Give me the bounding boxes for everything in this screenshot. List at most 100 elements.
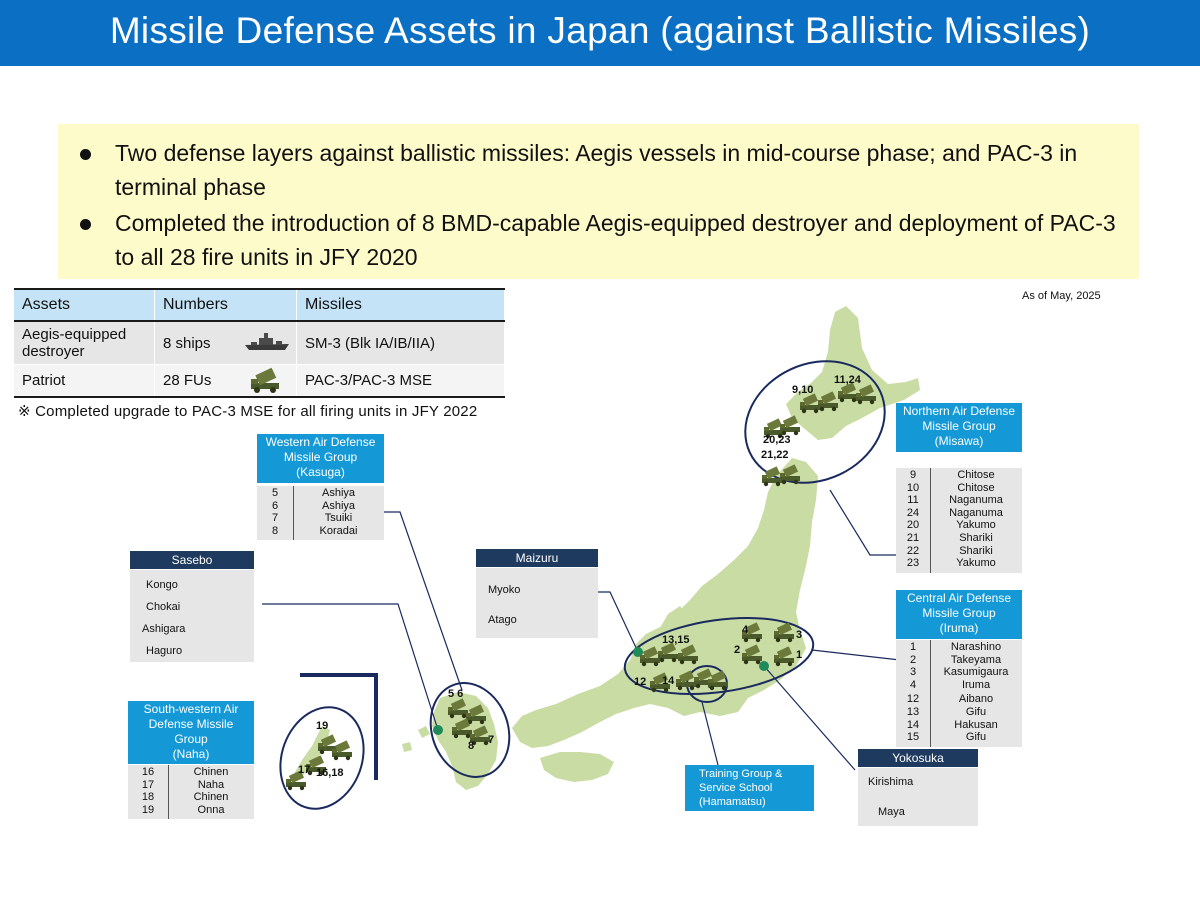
map-label: 9,10 xyxy=(792,384,814,396)
number-cell: 8 ships xyxy=(154,321,297,365)
training-group-box: Training Group & Service School (Hamamat… xyxy=(685,765,814,811)
central-circle xyxy=(623,616,815,696)
table-header-row: Assets Numbers Missiles xyxy=(14,288,505,322)
header-line: Northern Air Defense xyxy=(902,404,1016,418)
header-cell: Missiles xyxy=(296,288,505,322)
southwestern-group-header: South-western Air Defense Missile Group … xyxy=(128,701,254,764)
map-label: 11,24 xyxy=(834,374,861,386)
bullet-dot-icon xyxy=(80,149,91,160)
bullet-text: Two defense layers against ballistic mis… xyxy=(115,140,1078,200)
title-bar xyxy=(0,0,1200,66)
table-row: Patriot 28 FUs PAC-3/PAC-3 MSE xyxy=(14,364,505,398)
header-cell: Numbers xyxy=(154,288,297,322)
central-group-header: Central Air Defense Missile Group (Iruma… xyxy=(896,590,1022,639)
sasebo-header: Sasebo xyxy=(130,551,254,569)
asset-cell: Patriot xyxy=(14,364,155,398)
map-label: 21,22 xyxy=(761,449,789,461)
page-title: Missile Defense Assets in Japan (against… xyxy=(109,10,1091,51)
header-line: (Misawa) xyxy=(934,434,984,448)
connector-lines xyxy=(262,489,901,771)
destroyer-icon xyxy=(245,333,289,350)
map-label: 16,18 xyxy=(316,767,344,779)
map-label: 19 xyxy=(316,720,329,732)
summary-box: Two defense layers against ballistic mis… xyxy=(58,124,1139,279)
missile-cell: SM-3 (Blk IA/IB/IIA) xyxy=(296,321,505,365)
map-label: 13,15 xyxy=(662,634,690,646)
base-dots xyxy=(433,647,769,735)
maizuru-header: Maizuru xyxy=(476,549,598,567)
yokosuka-header: Yokosuka xyxy=(858,749,978,767)
assets-table: Assets Numbers Missiles Aegis-equipped d… xyxy=(14,288,505,398)
northern-group-header: Northern Air Defense Missile Group (Misa… xyxy=(896,403,1022,452)
as-of-date: As of May, 2025 xyxy=(1022,290,1101,302)
map-label: 4 xyxy=(742,624,749,636)
header-line: (Kasuga) xyxy=(296,465,345,479)
header-line: Defense Missile xyxy=(148,717,234,731)
western-group-header: Western Air Defense Missile Group (Kasug… xyxy=(257,434,384,483)
header-line: Missile Group xyxy=(283,450,358,464)
map-label: 14 xyxy=(662,675,675,687)
header-line: Missile Group xyxy=(922,606,996,620)
header-line: Central Air Defense xyxy=(906,591,1012,605)
number-cell: 28 FUs xyxy=(154,364,297,398)
sasebo-ship-list: Kongo Chokai Ashigara Haguro xyxy=(130,570,254,662)
map-label: 1 xyxy=(796,649,803,661)
western-circle xyxy=(429,682,511,778)
training-line: (Hamamatsu) xyxy=(699,796,766,808)
header-line: (Iruma) xyxy=(939,621,979,635)
training-line: Service School xyxy=(699,782,773,794)
number-text: 28 FUs xyxy=(163,372,212,389)
header-line: Missile Group xyxy=(922,419,996,433)
table-row: Aegis-equipped destroyer 8 ships SM-3 (B… xyxy=(14,321,505,365)
bullet-item: Two defense layers against ballistic mis… xyxy=(80,136,1125,204)
missile-cell: PAC-3/PAC-3 MSE xyxy=(296,364,505,398)
southwestern-circle xyxy=(279,706,365,810)
asset-cell: Aegis-equipped destroyer xyxy=(14,321,155,365)
bullet-text: Completed the introduction of 8 BMD-capa… xyxy=(115,210,1116,270)
map-label: 8 xyxy=(468,740,475,752)
header-line: Western Air Defense xyxy=(265,435,376,449)
bullet-dot-icon xyxy=(80,219,91,230)
inset-divider xyxy=(300,673,378,780)
yokosuka-ship-list: Kirishima Maya xyxy=(858,768,978,826)
map-label: 5 6 xyxy=(448,688,464,700)
map-label: 20,23 xyxy=(763,434,791,446)
number-text: 8 ships xyxy=(163,334,211,352)
maizuru-ship-list: Myoko Atago xyxy=(476,568,598,638)
map-label: 2 xyxy=(734,644,741,656)
header-line: South-western Air xyxy=(143,702,239,716)
patriot-launcher-icon xyxy=(251,367,279,393)
map-label: 7 xyxy=(488,734,495,746)
bullet-item: Completed the introduction of 8 BMD-capa… xyxy=(80,206,1125,274)
training-line: Training Group & xyxy=(699,768,783,780)
map-label: 3 xyxy=(796,629,803,641)
